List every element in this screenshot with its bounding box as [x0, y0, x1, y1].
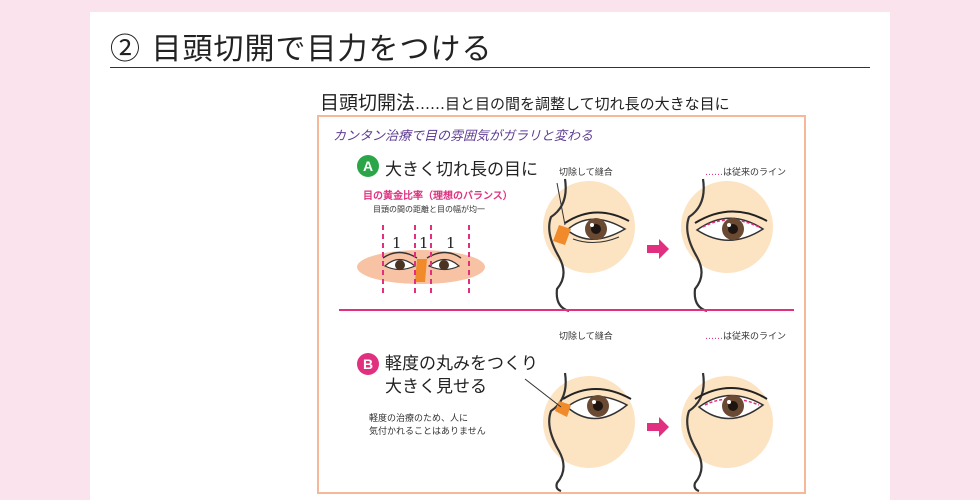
- subheading-dots: ……: [415, 95, 446, 113]
- golden-ratio-note: 目頭の間の距離と目の幅が均一: [373, 205, 485, 214]
- badge-a: A: [357, 155, 379, 177]
- subheading-desc: 目と目の間を調整して切れ長の大きな目に: [445, 95, 730, 113]
- arrow-a: [647, 239, 669, 259]
- eye-after-a: [681, 178, 773, 313]
- section-divider: [339, 309, 794, 311]
- ratio-value-1: 1: [392, 234, 402, 252]
- subheading-main: 目頭切開法: [320, 92, 416, 114]
- heading-b: 軽度の丸みをつくり 大きく見せる: [385, 353, 538, 399]
- page-panel: ② 目頭切開で目力をつける 目頭切開法……目と目の間を調整して切れ長の大きな目に…: [90, 12, 890, 500]
- ratio-value-2: 1: [419, 234, 429, 252]
- section-title: ② 目頭切開で目力をつける: [110, 32, 493, 67]
- right-eye-small: [426, 251, 462, 271]
- label-original-line-b: ……は従来のライン: [705, 332, 787, 342]
- illustration-drawing: [357, 178, 773, 492]
- heading-b-line1: 軽度の丸みをつくり: [385, 354, 538, 374]
- title-rule: [110, 67, 870, 68]
- ratio-value-3: 1: [446, 234, 456, 252]
- note-b-line2: 気付かれることはありません: [369, 427, 486, 437]
- eye-before-b: [524, 372, 635, 492]
- nose-bridge-highlight: [415, 259, 427, 282]
- subheading: 目頭切開法……目と目の間を調整して切れ長の大きな目に: [320, 88, 730, 115]
- eye-before-a: [543, 178, 635, 313]
- note-b-line1: 軽度の治療のため、人に: [369, 414, 469, 424]
- left-eye-small: [382, 251, 418, 271]
- ratio-guides: [382, 225, 470, 297]
- badge-b: B: [357, 353, 379, 375]
- eye-after-b: [681, 372, 773, 492]
- label-original-line-a: ……は従来のライン: [705, 168, 787, 178]
- golden-ratio-title: 目の黄金比率（理想のバランス）: [363, 191, 513, 202]
- heading-b-line2: 大きく見せる: [385, 377, 487, 397]
- note-b: 軽度の治療のため、人に 気付かれることはありません: [369, 413, 486, 439]
- heading-a: 大きく切れ長の目に: [385, 160, 538, 180]
- arrow-b: [647, 417, 669, 437]
- label-excise-suture-b: 切除して縫合: [559, 332, 613, 342]
- figure-caption: カンタン治療で目の雰囲気がガラリと変わる: [333, 129, 594, 144]
- label-excise-suture-a: 切除して縫合: [559, 168, 613, 178]
- illustration-frame: カンタン治療で目の雰囲気がガラリと変わる A 大きく切れ長の目に 目の黄金比率（…: [317, 115, 806, 494]
